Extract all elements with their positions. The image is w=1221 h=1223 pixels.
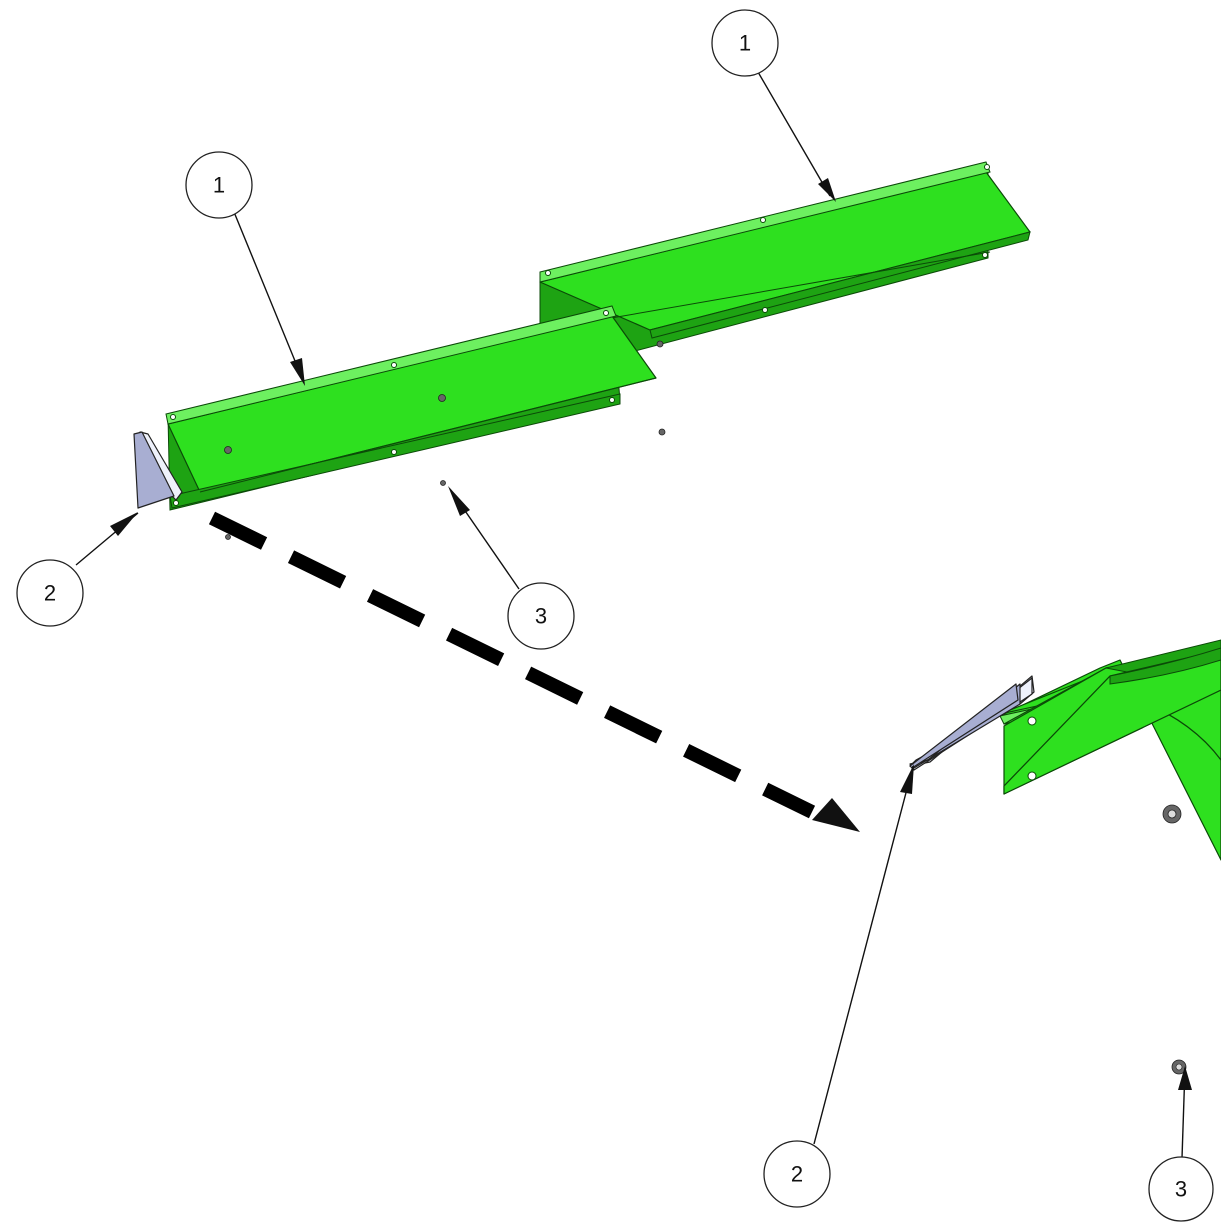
callout-label: 1 [739,31,751,56]
detail-rail-end [999,639,1221,861]
fastener-icon [440,480,446,486]
mounting-hole [1027,716,1037,726]
callout-label: 3 [1175,1177,1187,1202]
mounting-hole [391,362,397,368]
detail-fastener [1171,1059,1187,1075]
fastener-icon [225,534,231,540]
callout-label: 1 [213,173,225,198]
fastener-icon [656,340,664,348]
callout-1-left: 1 [185,151,253,219]
callout-label: 3 [535,604,547,629]
mounting-hole [391,449,397,455]
detail-arrow [208,511,860,832]
mounting-hole [760,217,766,223]
bolt-head [224,446,232,454]
mounting-hole [762,307,768,313]
detail-gusset [909,675,1035,771]
mounting-hole [603,310,609,316]
callout-label: 2 [791,1162,803,1187]
gusset-part-2-small [133,431,183,509]
mounting-hole [609,397,615,403]
callout-3-detail: 3 [1148,1156,1214,1222]
mounting-hole [173,500,179,506]
rail-part-1-left [165,305,657,511]
mounting-hole [1027,771,1037,781]
rail-part-1-right [539,161,1031,377]
mounting-hole [545,270,551,276]
callout-1-top-right: 1 [711,9,779,77]
mounting-hole [984,164,990,170]
callout-label: 2 [44,581,56,606]
mounting-hole [170,414,176,420]
bolt-head [438,394,446,402]
fastener-icon [658,428,666,436]
leader-lines [75,71,1192,1159]
callout-3-middle: 3 [507,582,575,650]
bolt-head [1162,804,1182,824]
loose-fasteners [225,340,666,540]
callout-2-detail: 2 [763,1140,831,1208]
callout-2-left: 2 [16,559,84,627]
mounting-hole [982,252,988,258]
